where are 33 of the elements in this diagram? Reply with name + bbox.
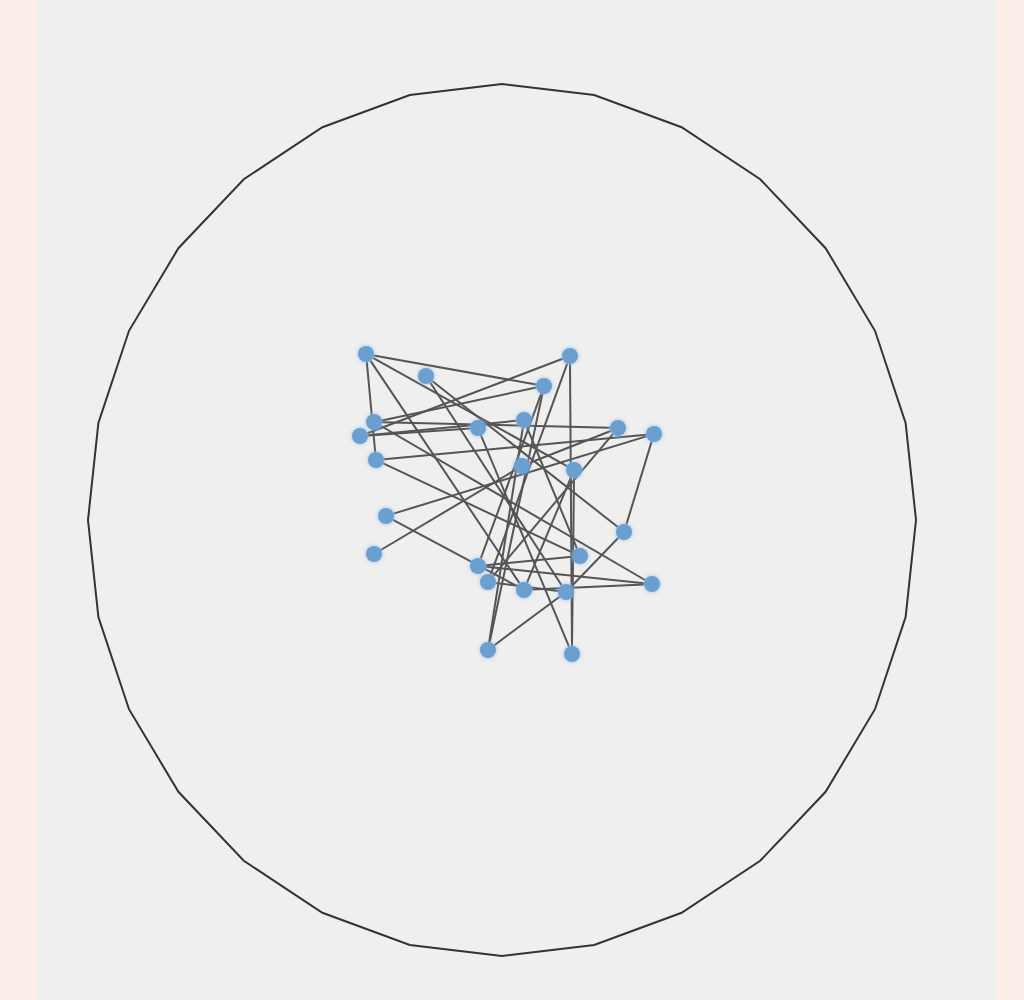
graph-edge [480, 434, 570, 648]
graph-edge [366, 357, 564, 435]
graph-edge [495, 582, 559, 592]
graph-edge [488, 392, 544, 644]
graph-edge [493, 595, 561, 647]
graph-edge [479, 392, 543, 560]
graph-edge [485, 565, 645, 585]
graph-edge [380, 425, 646, 581]
graph-edge [492, 433, 614, 577]
graph-edge [489, 362, 569, 576]
graph-edge [392, 518, 518, 588]
graph-edge [383, 433, 647, 461]
graph-edge [429, 381, 563, 587]
graph-edge [367, 419, 517, 437]
graph-edge [392, 435, 648, 515]
graph-edge [528, 430, 612, 464]
graph-edge [625, 440, 653, 526]
graph-edge [365, 361, 377, 453]
graph-edge [485, 555, 573, 567]
graph-edge [570, 536, 620, 588]
graph-edge [571, 477, 575, 647]
graph-edge [381, 421, 611, 429]
graph-edge [372, 356, 568, 468]
graph-edge [431, 380, 619, 528]
graph-edge [531, 583, 645, 591]
graph-edge [380, 386, 538, 422]
graph-edge [526, 426, 578, 550]
graph-edge [488, 427, 524, 643]
graph-edge [379, 469, 517, 551]
graph-edge [369, 359, 521, 585]
graph-edge [372, 354, 538, 386]
graph-edge [382, 462, 574, 554]
graph-edge [526, 476, 572, 584]
